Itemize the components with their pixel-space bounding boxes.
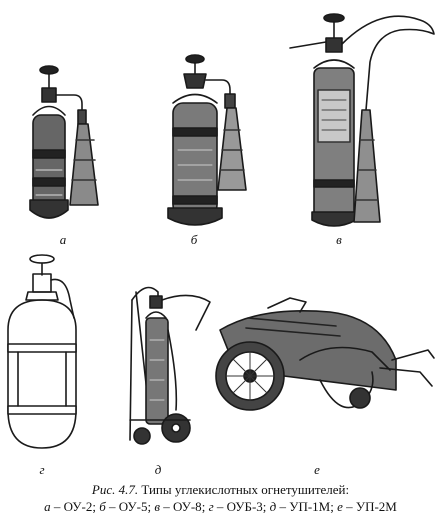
label-a: а (59, 232, 67, 247)
figure-caption-legend: а – ОУ-2; б – ОУ-5; в – ОУ-8; г – ОУБ-3;… (44, 499, 397, 514)
legend-item-g: ОУБ-3 (226, 499, 263, 514)
extinguisher-ou8-drawing (289, 13, 435, 227)
figure-title: Типы углекислотных огнетушителей: (141, 482, 350, 497)
label-e: е (314, 462, 320, 477)
legend-item-v: ОУ-8 (172, 499, 202, 514)
label-g: г (39, 462, 45, 477)
extinguisher-ou2-drawing (29, 65, 99, 219)
legend-item-d: УП-1М (289, 499, 331, 514)
label-d: д (154, 462, 162, 477)
extinguisher-ou5-drawing (167, 54, 247, 226)
label-v: в (336, 232, 342, 247)
extinguisher-up2m-drawing (215, 297, 435, 411)
figure-ref: Рис. 4.7. (91, 482, 139, 497)
extinguisher-illustrations (7, 13, 435, 449)
extinguisher-oub3-drawing (7, 254, 77, 449)
label-b: б (190, 232, 198, 247)
figure-caption-title: Рис. 4.7. Типы углекислотных огнетушител… (0, 482, 441, 498)
legend-item-a: ОУ-2 (63, 499, 93, 514)
extinguisher-up1m-drawing (129, 286, 211, 445)
legend-item-b: ОУ-5 (118, 499, 148, 514)
legend-item-e: УП-2М (355, 499, 397, 514)
